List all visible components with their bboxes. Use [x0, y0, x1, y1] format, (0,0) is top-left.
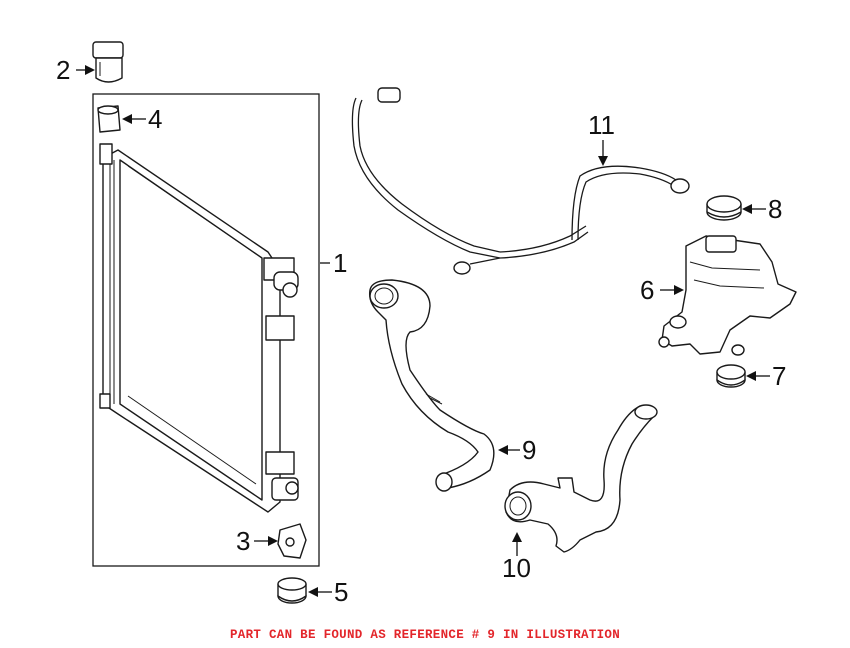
callout-5: 5 [334, 577, 348, 607]
part-11-hose [571, 165, 690, 241]
callout-9: 9 [522, 435, 536, 465]
part-7-seal [716, 364, 746, 388]
radiator-group-box [92, 93, 320, 567]
callout-7: 7 [772, 361, 786, 391]
part-9-hose [368, 279, 495, 492]
reference-note: PART CAN BE FOUND AS REFERENCE # 9 IN IL… [229, 628, 621, 642]
part-10-hose [504, 404, 658, 553]
callout-4: 4 [148, 104, 162, 134]
callout-2: 2 [56, 55, 70, 85]
part-5-grommet [277, 577, 307, 604]
callout-6: 6 [640, 275, 654, 305]
part-8-cap [706, 195, 742, 221]
vent-hose [351, 87, 589, 275]
callout-11: 11 [588, 110, 615, 140]
parts-diagram: 1 2 4 3 5 11 8 6 7 9 10 [56, 41, 797, 607]
callout-10: 10 [502, 553, 531, 583]
part-3-bracket [277, 523, 307, 559]
callout-3: 3 [236, 526, 250, 556]
part-4-mount [97, 105, 121, 133]
callout-1: 1 [333, 248, 347, 278]
callout-8: 8 [768, 194, 782, 224]
part-6-reservoir [658, 235, 797, 356]
radiator-part [99, 143, 299, 513]
part-2-cap [92, 41, 124, 83]
callout-leaders [76, 65, 770, 597]
